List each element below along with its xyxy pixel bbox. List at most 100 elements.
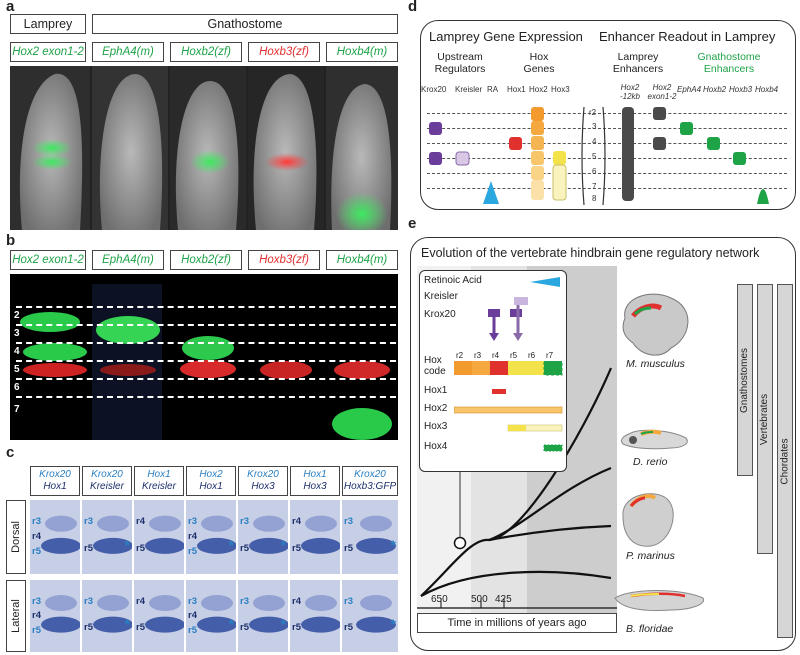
embryo-images-a xyxy=(10,66,398,230)
rhombomere-label: r5 xyxy=(32,545,41,557)
gene-header-hoxb3: Hoxb3(zf) xyxy=(248,42,320,62)
marker-asterisk: * xyxy=(228,616,234,632)
gene-header-hox2-exon: Hox2 exon1-2 xyxy=(10,42,86,62)
group-gnathostome-header: Gnathostome xyxy=(92,14,398,34)
rhombomere-boundary xyxy=(427,143,787,144)
col-label-hox3: Hox3 xyxy=(551,85,570,94)
legend-hox4: Hox4 xyxy=(424,441,448,452)
gene-header-hoxb4: Hoxb4(m) xyxy=(326,42,398,62)
legend-krox20: Krox20 xyxy=(424,309,456,320)
b-header-epha4: EphA4(m) xyxy=(92,250,164,270)
rhombomere-label: r3 xyxy=(344,595,353,607)
panel-d-label: d xyxy=(408,0,418,15)
r-label: 5 xyxy=(592,152,597,161)
panel-d-box: Lamprey Gene Expression Enhancer Readout… xyxy=(420,20,796,210)
rhombomere-label: r3 xyxy=(32,595,41,607)
ish-image-cell: r4 r5 xyxy=(134,580,184,652)
rhombomere-label: r3 xyxy=(188,595,197,607)
panel-c-label: c xyxy=(6,444,15,461)
hox-code-bars xyxy=(454,361,563,452)
r-label: r2 xyxy=(589,108,597,117)
b-header-hoxb2: Hoxb2(zf) xyxy=(170,250,242,270)
rhombomere-label: r5 xyxy=(188,545,197,557)
col-label-kreisler: Kreisler xyxy=(455,85,483,94)
rhombomere-label: r3 xyxy=(84,595,93,607)
rhombomere-label: r4 xyxy=(32,610,41,622)
regulator-arrows xyxy=(488,297,528,341)
legend-hox-code: Hox code xyxy=(424,355,446,377)
b-header-hox2-exon: Hox2 exon1-2 xyxy=(10,250,86,270)
legend-hox3: Hox3 xyxy=(424,421,448,432)
rhombomere-label: r3 xyxy=(188,516,197,528)
rhombomere-boundary xyxy=(427,173,787,174)
rhombomere-boundary xyxy=(427,128,787,129)
marker-asterisk: * xyxy=(124,616,130,632)
species-illustrations xyxy=(614,293,705,611)
r-label: 6 xyxy=(592,167,597,176)
rhombomere-label: r5 xyxy=(84,621,93,633)
rhombomere-label: 3 xyxy=(14,328,20,339)
rhombomere-label: r5 xyxy=(136,621,145,633)
rhombomere-label: r5 xyxy=(292,542,301,554)
col-label-krox20: Krox20 xyxy=(421,85,447,94)
hox-r2: r2 xyxy=(456,351,464,360)
col-label-hox1: Hox1 xyxy=(507,85,526,94)
rhombomere-boundary xyxy=(427,188,787,189)
flatmount-images-b: 2 3 4 5 6 7 xyxy=(10,274,398,440)
col-label-hox2: Hox2 xyxy=(529,85,548,94)
legend-hox1: Hox1 xyxy=(424,385,448,396)
rhombomere-label: r5 xyxy=(344,621,353,633)
gnatho-label-hoxb2: Hoxb2 xyxy=(703,85,727,94)
enh-label-12kb: Hox2 -12kb xyxy=(619,83,640,101)
rhombomere-label: 6 xyxy=(14,382,20,393)
b-header-hoxb3: Hoxb3(zf) xyxy=(248,250,320,270)
species-amphioxus: B. floridae xyxy=(626,623,674,635)
rhombomere-label: r5 xyxy=(84,542,93,554)
rhombomere-line xyxy=(16,378,396,380)
rhombomere-label: r4 xyxy=(32,531,41,543)
hox-r6: r6 xyxy=(528,351,536,360)
d-title-left: Lamprey Gene Expression xyxy=(429,29,583,44)
rhombomere-line xyxy=(16,360,396,362)
rhombomere-label: 7 xyxy=(14,404,20,415)
ish-image-cell: r3 r4 r5 * xyxy=(186,500,236,574)
hox-r7: r7 xyxy=(546,351,554,360)
row-label-dorsal: Dorsal xyxy=(6,500,26,574)
d-gnatho-enh-header: Gnathostome Enhancers xyxy=(697,51,761,75)
gnatho-label-epha4: EphA4 xyxy=(677,85,702,94)
species-zebrafish: D. rerio xyxy=(633,456,668,468)
rhombomere-line xyxy=(16,342,396,344)
b-header-hoxb4: Hoxb4(m) xyxy=(326,250,398,270)
rhombomere-label: r4 xyxy=(136,595,145,607)
hox-r5: r5 xyxy=(510,351,518,360)
clade-bar-chordates: Chordates xyxy=(777,284,793,638)
tick-650: 650 xyxy=(431,594,448,605)
rhombomere-label: r4 xyxy=(136,516,145,528)
d-upstream-header: Upstream Regulators xyxy=(434,51,486,75)
rhombomere-label: r5 xyxy=(292,621,301,633)
marker-asterisk: * xyxy=(390,537,396,553)
marker-asterisk: * xyxy=(280,537,286,553)
marker-asterisk: * xyxy=(280,616,286,632)
legend-ra: Retinoic Acid xyxy=(424,275,482,286)
marker-asterisk: * xyxy=(390,616,396,632)
legend-kreisler: Kreisler xyxy=(424,291,458,302)
col-label-ra: RA xyxy=(487,85,499,94)
panel-a-label: a xyxy=(6,0,15,15)
r-label: 8 xyxy=(592,194,597,203)
rhombomere-label: r4 xyxy=(188,531,197,543)
marker-asterisk: * xyxy=(228,537,234,553)
hox-r3: r3 xyxy=(474,351,482,360)
rhombomere-label: r5 xyxy=(32,624,41,636)
rhombomere-line xyxy=(16,306,396,308)
